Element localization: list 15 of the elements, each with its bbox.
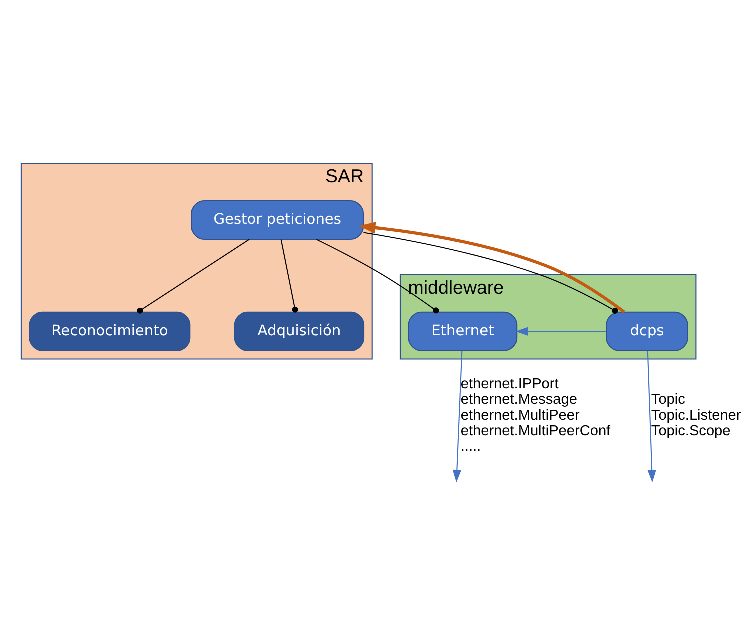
- node-box: Adquisición: [234, 312, 365, 352]
- node-box: Gestor peticiones: [191, 200, 364, 240]
- node-box: Ethernet: [408, 312, 518, 352]
- connector: [316, 239, 440, 314]
- connector: [364, 232, 618, 314]
- node-box: Reconocimiento: [29, 312, 191, 352]
- arrow: [452, 351, 463, 483]
- node-box: dcps: [606, 312, 688, 352]
- arrow: [516, 327, 606, 336]
- edge-label: ethernet.IPPort ethernet.Message ethernet.MultiPeer ethernet.MultiPeerConf .....: [460, 376, 611, 456]
- connector: [137, 239, 250, 314]
- arrow: [647, 351, 656, 483]
- edge-label: Topic Topic.Listener Topic.Scope: [651, 392, 742, 440]
- connector: [280, 240, 298, 313]
- arrow: [358, 222, 626, 314]
